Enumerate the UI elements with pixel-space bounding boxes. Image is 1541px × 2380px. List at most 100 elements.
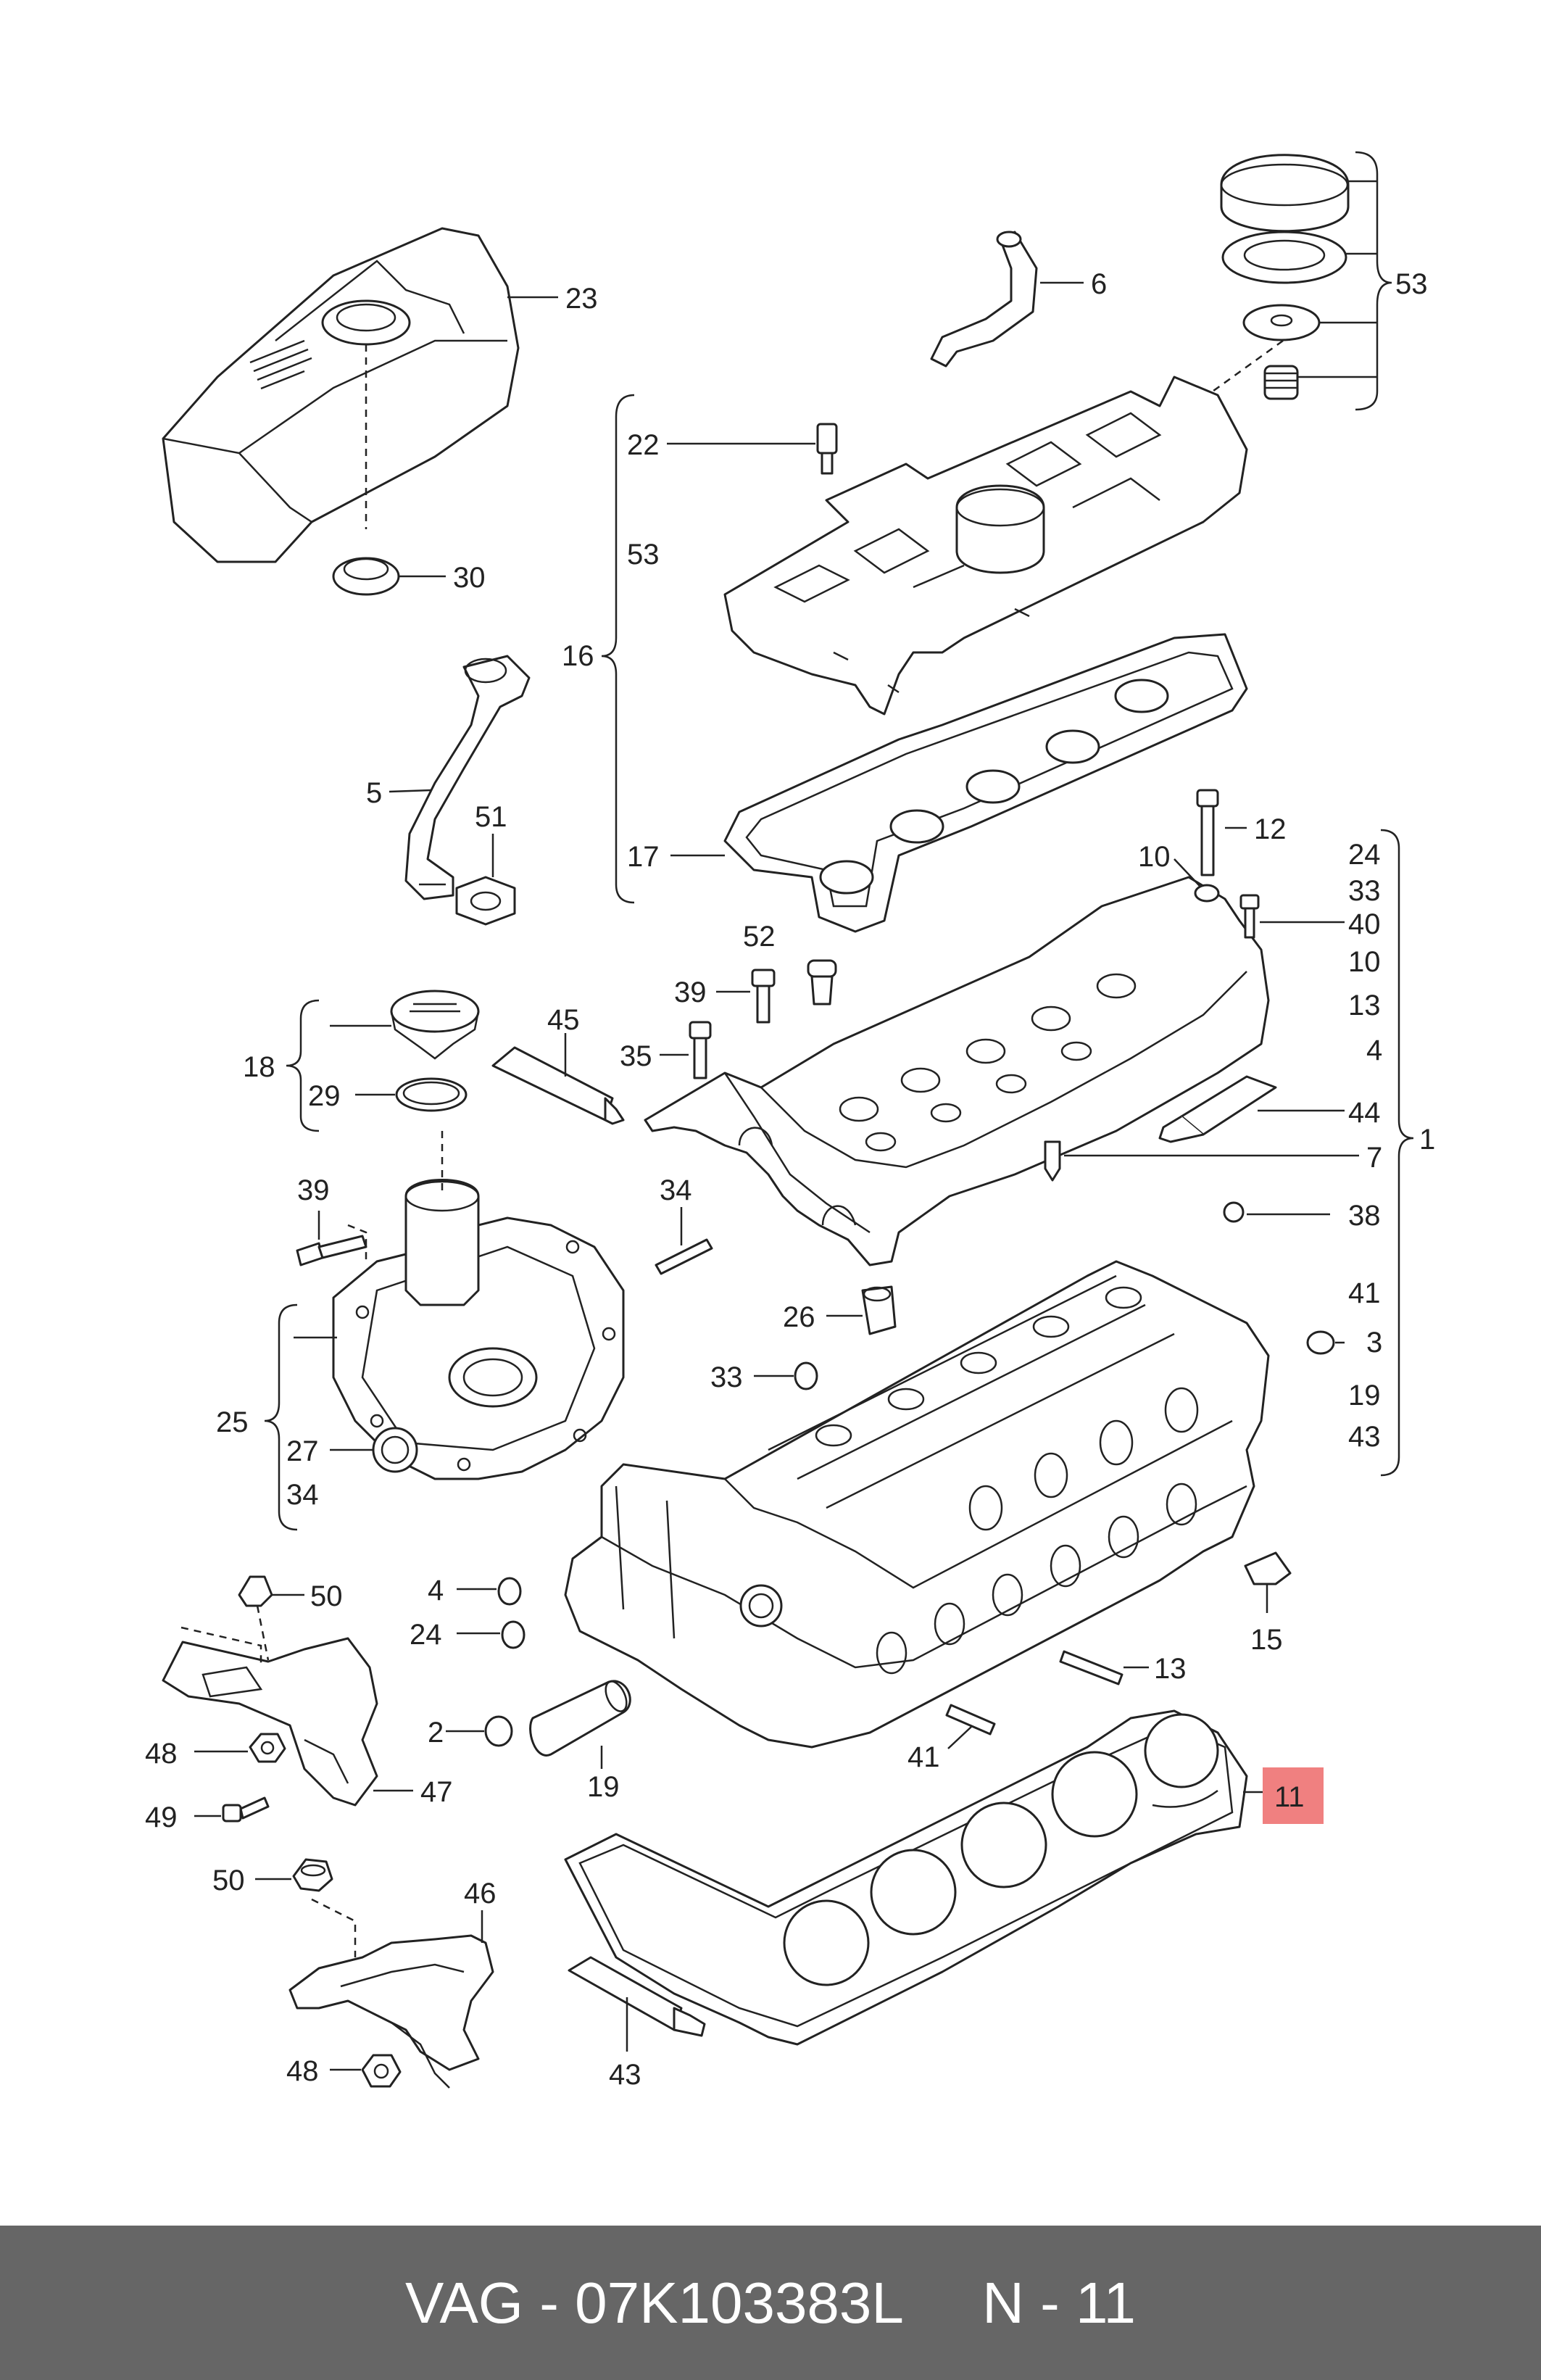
coolant-pipe-part-5 <box>389 655 531 900</box>
callout-11: 11 <box>1274 1781 1305 1813</box>
callout-39-lower: 39 <box>297 1174 330 1206</box>
callout-29: 29 <box>308 1080 341 1112</box>
callout-50-upper: 50 <box>310 1580 343 1612</box>
callout-43-bottom: 43 <box>609 2059 641 2091</box>
lifter-part-19 <box>529 1680 631 1769</box>
callout-25: 25 <box>216 1406 249 1438</box>
callout-13-right: 13 <box>1348 990 1381 1021</box>
breather-hose-part-6 <box>930 231 1084 368</box>
callout-47: 47 <box>420 1776 453 1808</box>
callout-45: 45 <box>547 1004 580 1036</box>
plug-part-24 <box>457 1620 526 1649</box>
bolt-part-12 <box>1196 789 1247 876</box>
sealant-tube-part-45 <box>491 1033 625 1125</box>
callout-13-bottom: 13 <box>1154 1653 1187 1685</box>
callout-34-lower: 34 <box>286 1479 319 1511</box>
callout-24-left: 24 <box>410 1619 442 1651</box>
nut-part-50-upper <box>238 1575 304 1661</box>
callout-44: 44 <box>1348 1097 1381 1129</box>
callout-53-middle: 53 <box>627 539 660 571</box>
callout-49: 49 <box>145 1801 178 1833</box>
bolt-part-22 <box>667 423 838 475</box>
nut-part-50-lower <box>255 1858 333 1892</box>
callout-18: 18 <box>243 1051 275 1083</box>
nut-part-48-lower <box>330 2054 402 2088</box>
callout-5: 5 <box>366 777 382 809</box>
bracket-part-46 <box>288 1898 494 2089</box>
callout-39-upper: 39 <box>674 977 707 1008</box>
seal-ring-part-27 <box>330 1427 418 1473</box>
sealant-tube-part-44 <box>1158 1075 1345 1143</box>
callout-48-lower: 48 <box>286 2055 319 2087</box>
camshaft-housing-part-1 <box>644 876 1270 1266</box>
callout-34-upper: 34 <box>660 1174 692 1206</box>
engine-cover-part-23 <box>162 227 520 563</box>
callout-22: 22 <box>627 429 660 461</box>
sleeve-part-26 <box>826 1285 897 1335</box>
bracket-part-47 <box>162 1626 413 1807</box>
callout-17: 17 <box>627 841 660 873</box>
stud-part-34 <box>655 1207 713 1275</box>
part-number-footer: VAG - 07K103383L N - 11 <box>0 2226 1541 2380</box>
callout-30: 30 <box>453 562 486 594</box>
callout-1: 1 <box>1419 1124 1435 1156</box>
callout-2: 2 <box>428 1717 444 1749</box>
callout-26: 26 <box>783 1301 815 1333</box>
valve-cover-gasket-part-17 <box>670 633 1248 933</box>
callout-52: 52 <box>743 921 776 953</box>
cylinder-head-cover-part-16 <box>723 376 1248 716</box>
callout-4-right: 4 <box>1366 1034 1382 1066</box>
callout-33-right: 33 <box>1348 875 1381 907</box>
callout-40: 40 <box>1348 908 1381 940</box>
callout-51: 51 <box>475 801 507 833</box>
callout-48-upper: 48 <box>145 1738 178 1770</box>
timing-cover-part-25 <box>294 1131 625 1480</box>
bolt-part-39-lower <box>296 1211 367 1266</box>
callout-19-right: 19 <box>1348 1380 1381 1411</box>
callout-24-right: 24 <box>1348 839 1381 871</box>
plug-part-4 <box>457 1577 522 1606</box>
plug-part-3 <box>1306 1330 1345 1355</box>
seal-ring-part-29 <box>355 1077 468 1112</box>
callout-50-lower: 50 <box>212 1865 245 1896</box>
callout-33-mid: 33 <box>710 1361 743 1393</box>
callout-10-right: 10 <box>1348 946 1381 978</box>
cylinder-head-gasket-part-11 <box>564 1709 1248 2046</box>
callout-38: 38 <box>1348 1200 1381 1232</box>
cap-part-30 <box>332 557 446 596</box>
sealant-tube-part-43 <box>568 1956 706 2052</box>
plug-part-38 <box>1223 1201 1330 1223</box>
callout-11-highlight <box>1263 1767 1324 1824</box>
cylinder-head-part-1 <box>564 1260 1270 1749</box>
stud-part-41 <box>945 1704 996 1749</box>
callout-41-bottom: 41 <box>907 1741 940 1773</box>
callout-3: 3 <box>1366 1327 1382 1359</box>
callout-43-right: 43 <box>1348 1421 1381 1453</box>
bolt-part-49 <box>194 1796 270 1823</box>
callout-41-right: 41 <box>1348 1277 1381 1309</box>
gasket-part-51 <box>455 834 516 926</box>
exploded-parts-diagram: 23 30 6 53 <box>145 151 1435 2091</box>
callout-4-left: 4 <box>428 1575 444 1606</box>
bolt-part-40 <box>1239 894 1345 939</box>
callout-46: 46 <box>464 1878 497 1910</box>
footer-text: VAG - 07K103383L N - 11 <box>405 2270 1136 2335</box>
washer-part-10 <box>1174 858 1220 903</box>
callout-19-bottom: 19 <box>587 1771 620 1803</box>
callout-12: 12 <box>1254 813 1287 845</box>
dowel-pin-part-7 <box>1044 1140 1359 1182</box>
plug-part-33 <box>754 1361 818 1390</box>
callout-16: 16 <box>562 640 594 672</box>
callout-15: 15 <box>1250 1624 1283 1656</box>
nut-part-48-upper <box>194 1733 286 1763</box>
stud-part-13 <box>1059 1650 1149 1686</box>
callout-6: 6 <box>1091 268 1107 300</box>
callout-7: 7 <box>1366 1142 1382 1174</box>
callout-10-top: 10 <box>1138 841 1171 873</box>
callout-35: 35 <box>620 1040 652 1072</box>
clip-part-15 <box>1244 1551 1292 1613</box>
plug-part-52 <box>807 959 837 1006</box>
callout-53-top: 53 <box>1395 268 1428 300</box>
callout-23: 23 <box>565 283 598 315</box>
oil-filler-cap-part-18 <box>330 990 480 1060</box>
